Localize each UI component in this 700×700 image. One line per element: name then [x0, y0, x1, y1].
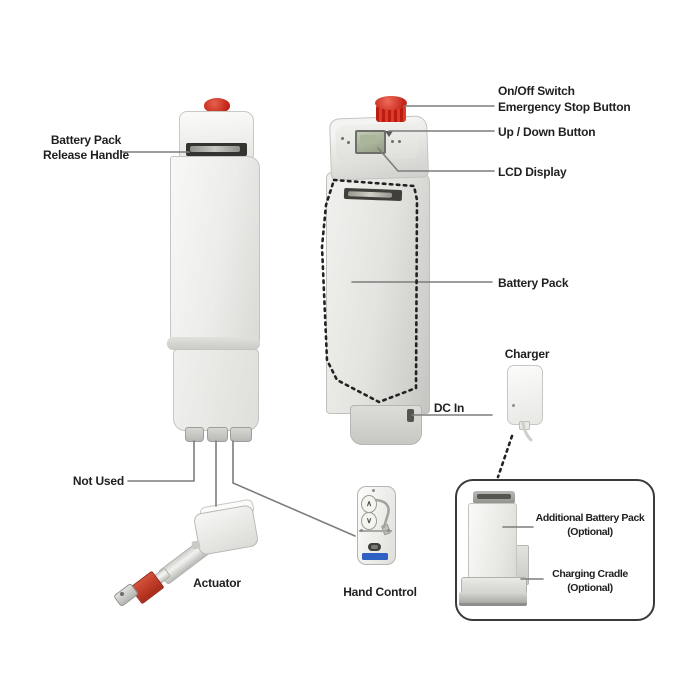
connector-port-1 — [185, 427, 204, 442]
label-on-off-switch: On/Off Switch — [498, 84, 575, 98]
actuator-mount-nub — [191, 540, 201, 550]
head-button-right-2 — [398, 140, 401, 143]
brand-logo — [362, 553, 388, 560]
hand-control-connector-pin — [371, 545, 378, 549]
left-device-body — [170, 156, 260, 348]
label-charger: Charger — [504, 347, 550, 361]
battery-release-handle — [190, 146, 240, 152]
leader-not-used — [127, 440, 195, 482]
connector-port-3 — [230, 427, 252, 442]
charger-plug — [519, 421, 530, 430]
label-battery-pack: Battery Pack — [498, 276, 569, 290]
charger-body — [507, 365, 543, 425]
left-device-lower-housing — [173, 349, 259, 431]
label-not-used: Not Used — [72, 474, 124, 488]
label-lcd-display: LCD Display — [498, 165, 567, 179]
head-button-left-2 — [347, 141, 350, 144]
connector-port-2 — [207, 427, 228, 442]
up-button-icon: ∧ — [361, 495, 377, 513]
label-emergency-stop: Emergency Stop Button — [498, 100, 631, 114]
label-hand-control: Hand Control — [343, 585, 417, 599]
emergency-stop-button-cap — [375, 96, 407, 110]
down-arrow-icon — [385, 131, 393, 137]
down-arrow-glyph: ∨ — [366, 516, 372, 525]
label-dc-in: DC In — [433, 401, 465, 415]
left-device-seam — [167, 337, 260, 350]
actuator-motor-housing — [192, 504, 260, 556]
actuator-end-hole — [120, 592, 124, 596]
lcd-screen-glyphs — [360, 135, 377, 144]
label-actuator: Actuator — [193, 576, 241, 590]
additional-battery-handle-slot — [477, 494, 511, 499]
head-button-left-1 — [341, 137, 344, 140]
label-additional-battery: Additional Battery Pack (Optional) — [535, 512, 645, 538]
charger-to-cradle-dashed-line — [496, 434, 514, 479]
hand-control-screw-left — [360, 529, 363, 532]
head-button-right-1 — [391, 140, 394, 143]
hand-control-screw-top — [372, 489, 375, 492]
up-arrow-glyph: ∧ — [366, 499, 372, 508]
charging-cradle-foot — [459, 592, 527, 606]
charger-led — [512, 404, 515, 407]
additional-battery-body — [468, 503, 517, 585]
label-up-down-button: Up / Down Button — [498, 125, 596, 139]
hand-control-plate-line — [359, 530, 392, 532]
hand-control-screw-right — [387, 529, 390, 532]
left-device-red-button — [204, 98, 230, 113]
dc-in-port — [407, 409, 414, 422]
label-battery-release: Battery Pack Release Handle — [43, 133, 129, 162]
right-device-body — [326, 172, 430, 414]
down-button-icon: ∨ — [361, 512, 377, 530]
label-charging-cradle: Charging Cradle (Optional) — [552, 568, 628, 594]
